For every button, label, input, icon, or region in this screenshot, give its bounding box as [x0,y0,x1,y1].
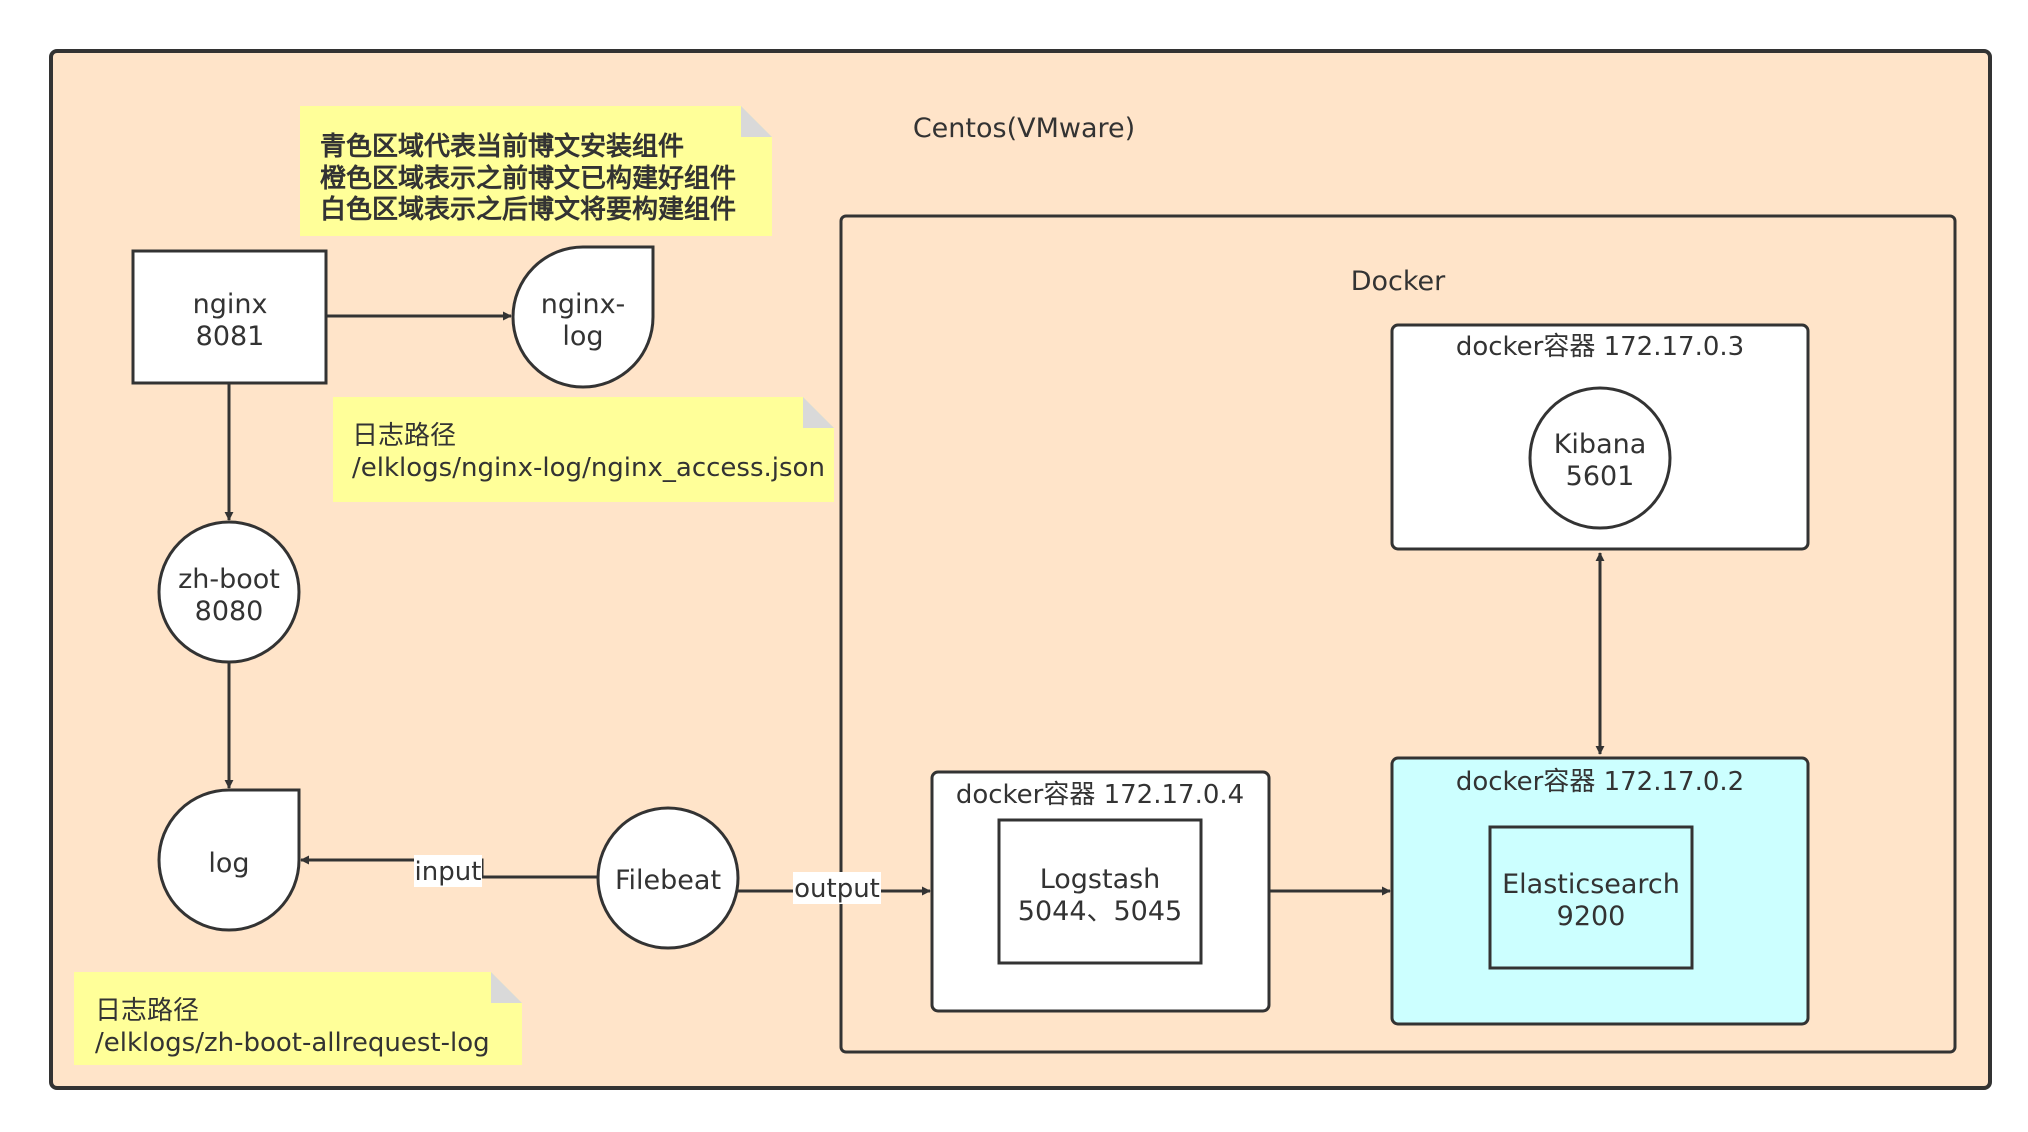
nginx-log-path-title: 日志路径 [352,421,456,451]
legend-line-1: 青色区域代表当前博文安装组件 [320,131,684,162]
filebeat-label: Filebeat [615,865,721,896]
docker-frame [839,214,1957,1054]
input-label-bg [414,855,482,887]
nginx-label: nginx [193,289,268,320]
logstash-container: docker容器 172.17.0.4 Logstash 5044、5045 [930,770,1271,1013]
output-label-bg [793,872,881,904]
nginx-port: 8081 [196,321,265,352]
elasticsearch-container: docker容器 172.17.0.2 Elasticsearch 9200 [1390,756,1810,1026]
kibana-label: Kibana [1554,429,1647,460]
legend-note: 青色区域代表当前博文安装组件 橙色区域表示之前博文已构建好组件 白色区域表示之后… [300,106,772,236]
logstash-ports: 5044、5045 [1018,896,1182,927]
zh-boot-node: zh-boot 8080 [157,520,301,664]
legend-line-3: 白色区域表示之后博文将要构建组件 [320,194,736,225]
legend-line-2: 橙色区域表示之前博文已构建好组件 [320,163,736,194]
log-path-note: 日志路径 /elklogs/zh-boot-allrequest-log [74,972,522,1065]
nginx-log-label-1: nginx- [541,289,626,320]
elasticsearch-port: 9200 [1557,901,1626,932]
kibana-container: docker容器 172.17.0.3 Kibana 5601 [1390,323,1810,551]
nginx-node: nginx 8081 [131,249,328,385]
log-label: log [208,848,249,879]
logstash-container-title: docker容器 172.17.0.4 [956,780,1244,810]
filebeat-node: Filebeat [596,806,740,950]
zh-boot-port: 8080 [195,596,264,627]
centos-title: Centos(VMware) [913,113,1135,144]
log-node: log [157,788,301,932]
nginx-log-label-2: log [562,321,603,352]
logstash-label: Logstash [1040,864,1161,895]
output-label: output [794,874,880,904]
kibana-port: 5601 [1566,461,1635,492]
nginx-log-path-note: 日志路径 /elklogs/nginx-log/nginx_access.jso… [333,397,834,502]
log-path-title: 日志路径 [95,996,199,1026]
kibana-container-title: docker容器 172.17.0.3 [1456,332,1744,362]
zh-boot-label: zh-boot [178,564,280,595]
elasticsearch-container-title: docker容器 172.17.0.2 [1456,767,1744,797]
log-path-value: /elklogs/zh-boot-allrequest-log [95,1028,490,1058]
nginx-log-node: nginx- log [511,245,655,389]
elasticsearch-label: Elasticsearch [1502,869,1680,900]
input-label: input [415,857,482,887]
docker-title: Docker [1351,266,1446,297]
nginx-log-path-value: /elklogs/nginx-log/nginx_access.json [352,453,825,483]
